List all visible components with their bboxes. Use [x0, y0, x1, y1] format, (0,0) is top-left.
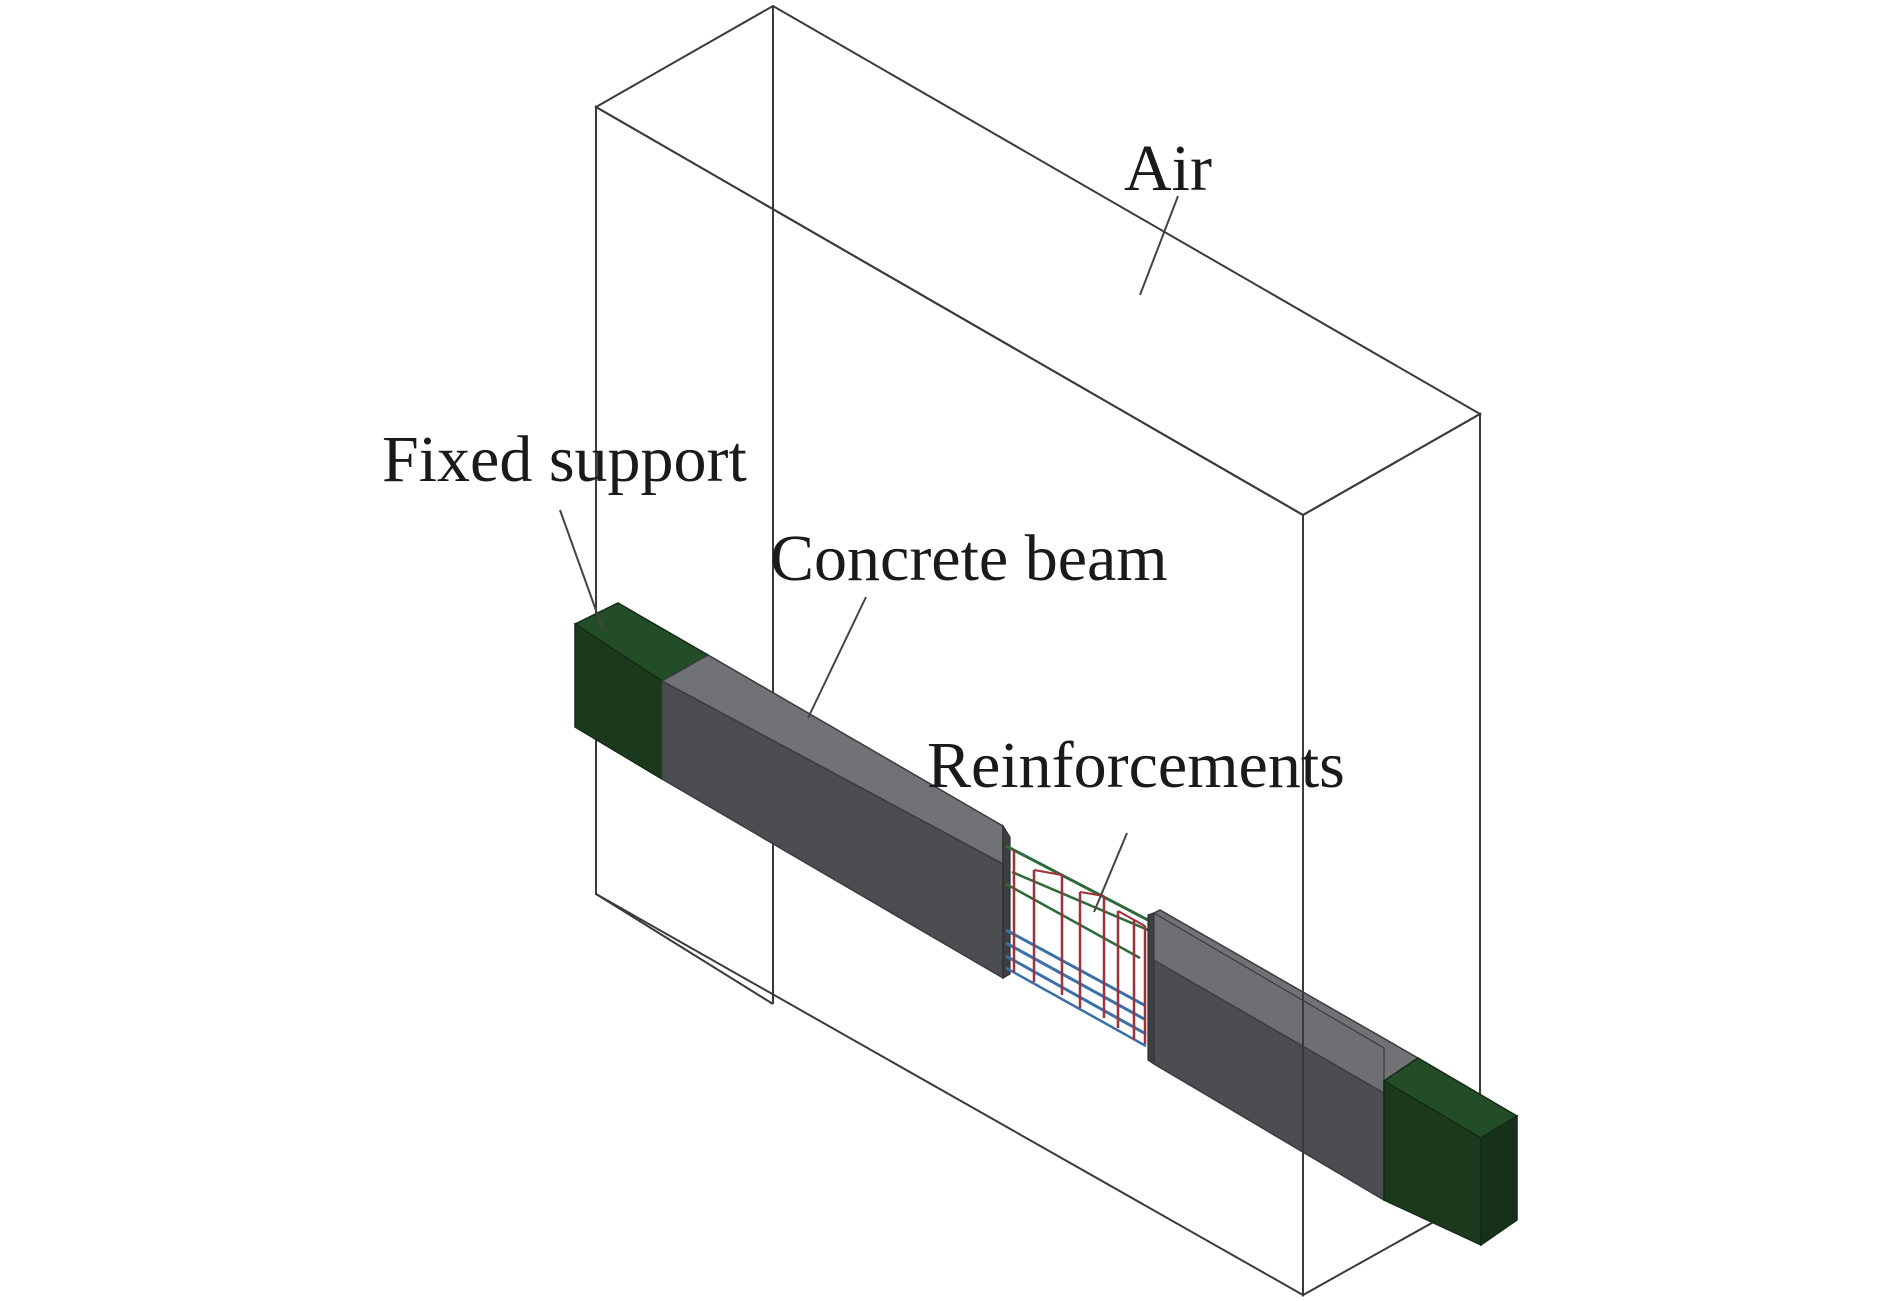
rebar-longitudinal [1005, 882, 1141, 960]
rebar-stirrup [1033, 869, 1063, 876]
left-concrete-beam [660, 654, 1011, 980]
rebar-stirrup [1117, 910, 1146, 927]
beam-end-face [1002, 823, 1011, 980]
fixed-support-label: Fixed support [382, 423, 747, 496]
reinforcements-label: Reinforcements [927, 729, 1345, 802]
rebar-longitudinal [1005, 844, 1149, 922]
beam-end-face [1147, 912, 1155, 1066]
rebar-longitudinal [1005, 928, 1147, 1008]
air-label: Air [1124, 132, 1212, 205]
concrete-beam-leader-line [807, 596, 867, 719]
fixed-support-leader-line [559, 509, 604, 631]
air-leader-line [1139, 195, 1179, 296]
right-concrete-beam [1147, 909, 1420, 1202]
rebar-longitudinal [1005, 941, 1147, 1022]
right-fixed-support [1382, 1057, 1519, 1247]
support-side-face [1480, 1114, 1518, 1247]
reinforcement-cage [1005, 844, 1149, 1048]
rebar-longitudinal [1005, 966, 1147, 1048]
air-edge [595, 893, 774, 1005]
reinforcements-leader-line [1093, 832, 1128, 913]
rebar-longitudinal [1005, 954, 1147, 1036]
concrete-beam-label: Concrete beam [770, 522, 1168, 595]
